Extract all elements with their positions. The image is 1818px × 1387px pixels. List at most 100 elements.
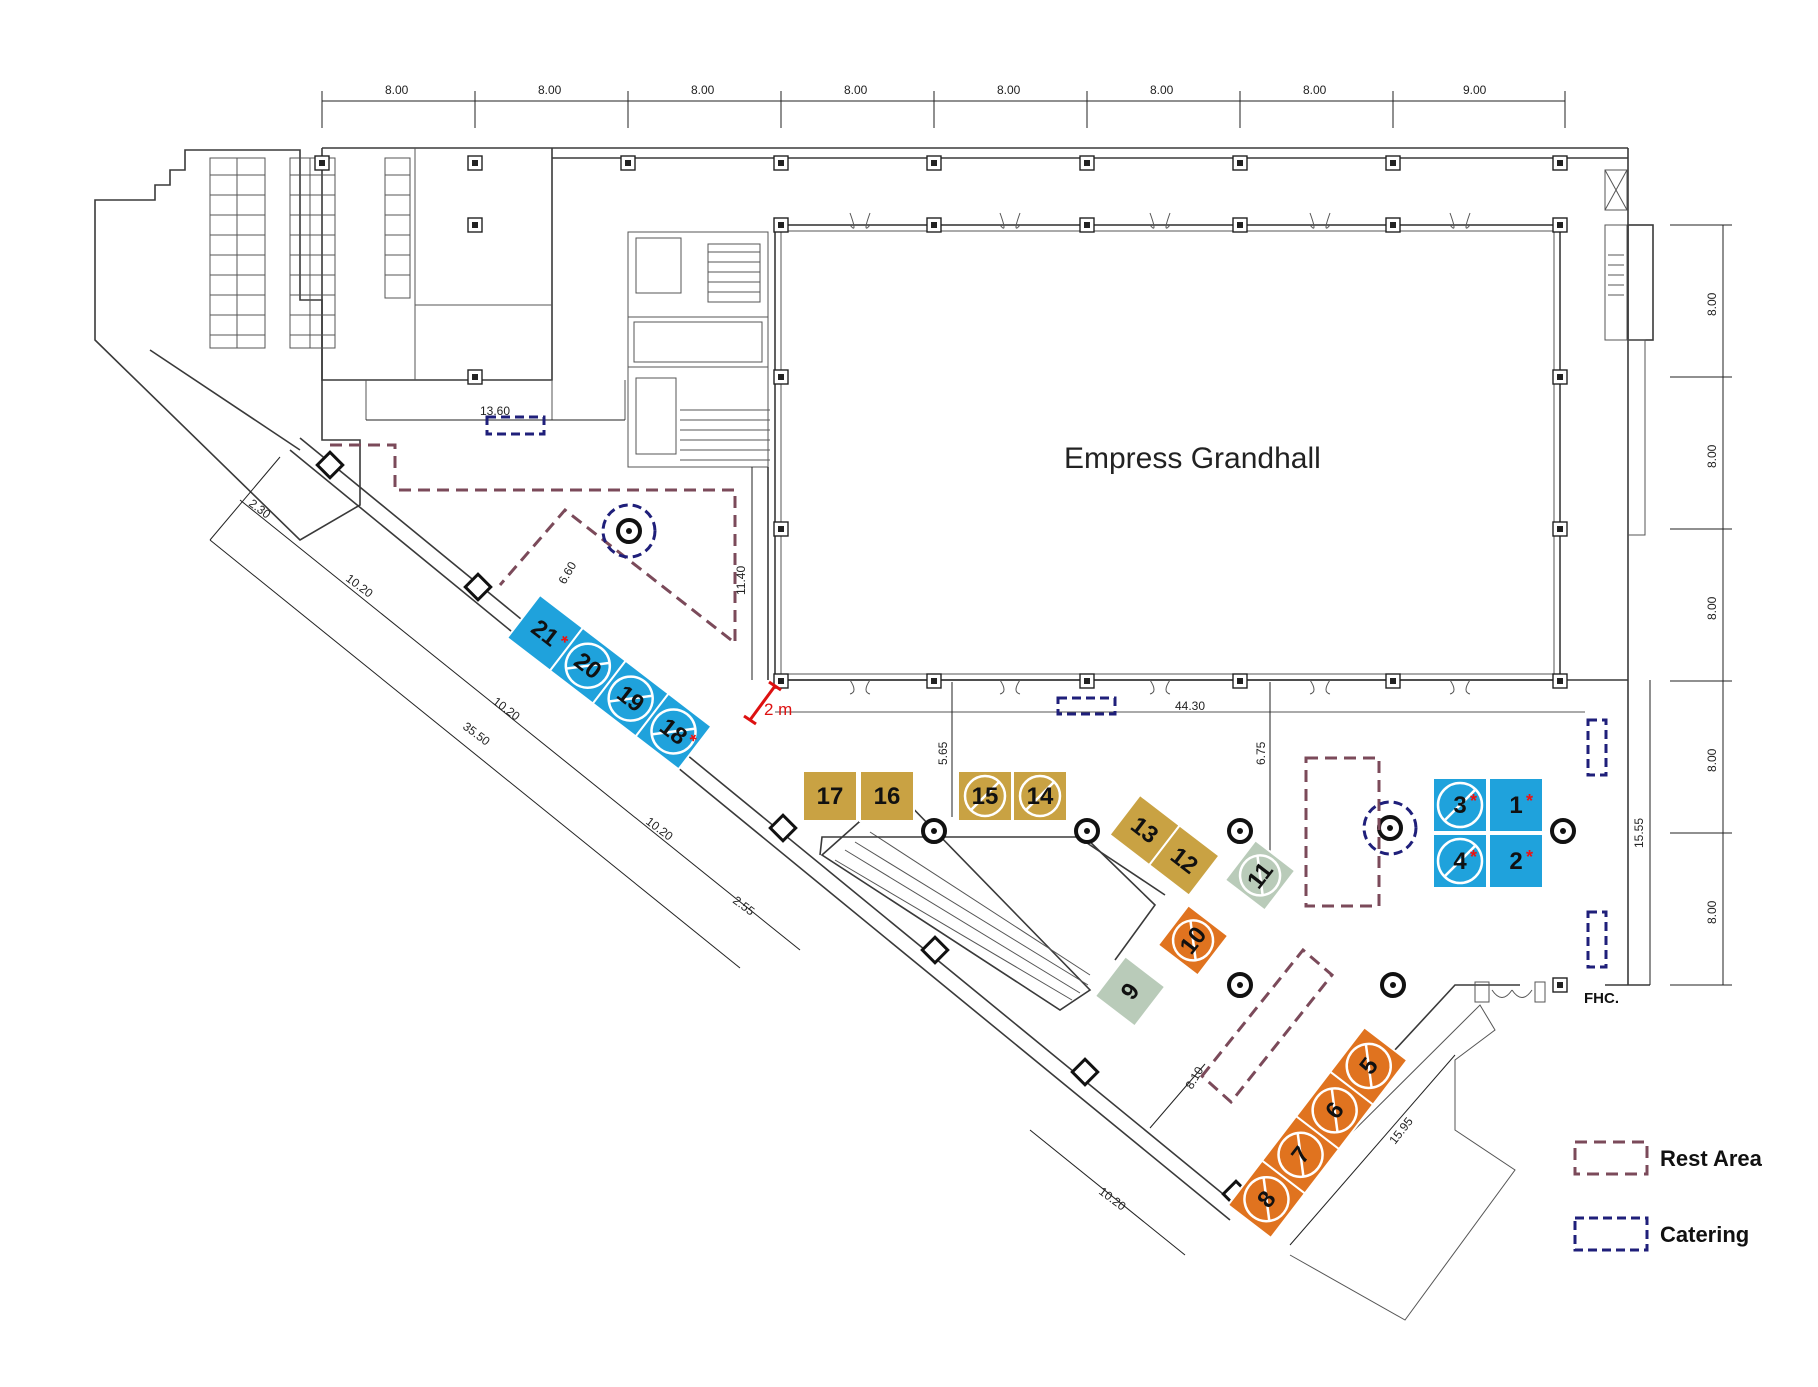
booth-16[interactable]: 16 — [859, 770, 915, 822]
booth-5[interactable]: 5 — [1328, 1025, 1409, 1106]
column-core — [1557, 526, 1563, 532]
column-core — [778, 222, 784, 228]
round-columns — [616, 518, 1576, 998]
round-column-core — [1084, 828, 1090, 834]
column-core — [1390, 678, 1396, 684]
column-core — [625, 160, 631, 166]
booths: 21* 20 19 18* 17 16 15 14 13 12 11 10 9 … — [505, 593, 1544, 1240]
booth-3[interactable]: 3* — [1432, 777, 1488, 833]
column-core — [1237, 678, 1243, 684]
round-column-core — [626, 528, 632, 534]
booth-taken-circle — [1311, 1087, 1358, 1134]
catering-west — [485, 415, 546, 436]
booth-2[interactable]: 2* — [1488, 833, 1544, 889]
booth-18[interactable]: 18* — [634, 692, 713, 771]
facade-column — [315, 450, 345, 480]
booth-fill — [859, 770, 915, 822]
legend-catering-swatch — [1573, 1216, 1649, 1252]
stair-core — [627, 231, 770, 468]
booth-taken-circle — [1238, 854, 1282, 897]
dim-1140: 11.40 — [734, 566, 748, 595]
top-dim-3: 8.00 — [691, 83, 715, 97]
booth-12[interactable]: 12 — [1147, 824, 1221, 897]
booth-13[interactable]: 13 — [1108, 793, 1182, 867]
dim-3550: 35.50 — [460, 719, 493, 748]
booth-star-marker: * — [1470, 791, 1477, 811]
booth-17[interactable]: 17 — [802, 770, 858, 822]
booth-4[interactable]: 4* — [1432, 833, 1488, 889]
column-core — [1390, 222, 1396, 228]
booth-taken-slash — [1296, 1132, 1305, 1177]
hall-doors — [849, 212, 1471, 695]
top-dim-6: 8.00 — [1150, 83, 1174, 97]
booth-taken-slash — [651, 727, 696, 736]
round-column-core — [1237, 828, 1243, 834]
booth-fill — [1012, 770, 1068, 822]
booth-10[interactable]: 10 — [1156, 903, 1230, 977]
dim-1595: 15.95 — [1386, 1114, 1416, 1147]
booth-taken-circle — [1171, 919, 1215, 962]
right-dimension-chain: 8.00 8.00 8.00 8.00 8.00 — [1670, 224, 1732, 986]
column-core — [1390, 160, 1396, 166]
booth-taken-circle — [1277, 1131, 1324, 1179]
booth-number: 15 — [972, 783, 999, 810]
dim-1360: 13.60 — [480, 404, 510, 418]
catering-east-1 — [1586, 718, 1608, 777]
rest-area-north — [330, 443, 737, 647]
right-dim-3: 8.00 — [1705, 596, 1719, 620]
round-column-core — [1237, 982, 1243, 988]
booth-number: 4 — [1453, 848, 1467, 875]
fhc-label: FHC. — [1584, 990, 1619, 1007]
booth-fill — [1093, 954, 1167, 1028]
top-dim-4: 8.00 — [844, 83, 868, 97]
booth-11[interactable]: 11 — [1223, 838, 1297, 912]
column-core — [319, 160, 325, 166]
round-column-core — [1390, 982, 1396, 988]
right-dim-1: 8.00 — [1705, 292, 1719, 316]
column-core — [1237, 160, 1243, 166]
column-core — [778, 678, 784, 684]
toilet-stalls — [209, 157, 411, 349]
booth-taken-slash — [1364, 1043, 1373, 1088]
column-core — [1084, 160, 1090, 166]
booth-star-marker: * — [1526, 791, 1533, 811]
facade-column — [1070, 1057, 1100, 1087]
column-core — [778, 160, 784, 166]
booth-taken-circle — [564, 642, 612, 689]
booth-14[interactable]: 14 — [1012, 770, 1068, 822]
booth-number: 2 — [1509, 848, 1522, 875]
rest-area-south — [1199, 947, 1335, 1105]
top-dim-2: 8.00 — [538, 83, 562, 97]
top-dimension-chain: 8.00 8.00 8.00 8.00 8.00 8.00 8.00 9.00 — [321, 83, 1566, 128]
booth-taken-slash — [565, 661, 610, 670]
building-walls — [94, 147, 1654, 1321]
booth-taken-slash — [1443, 788, 1477, 822]
dim-1555: 15.55 — [1632, 818, 1646, 848]
booth-fill — [1488, 777, 1544, 833]
booth-9[interactable]: 9 — [1093, 954, 1167, 1028]
rest-area-east — [1304, 756, 1381, 908]
booth-taken-slash — [969, 780, 1001, 812]
booth-15[interactable]: 15 — [957, 770, 1013, 822]
booth-number: 14 — [1027, 783, 1054, 810]
booth-taken-slash — [1443, 844, 1477, 878]
right-dim-2: 8.00 — [1705, 444, 1719, 468]
booth-fill — [1147, 824, 1221, 897]
booth-taken-slash — [1262, 1177, 1271, 1222]
clearance-label: 2 m — [764, 700, 792, 719]
booth-taken-circle — [1436, 781, 1484, 829]
booth-taken-circle — [607, 675, 654, 722]
column-core — [778, 526, 784, 532]
round-column-core — [931, 828, 937, 834]
dim-230: 2.30 — [246, 496, 273, 521]
booth-taken-circle — [1345, 1042, 1392, 1090]
booth-1[interactable]: 1* — [1488, 777, 1544, 833]
dim-675: 6.75 — [1254, 741, 1268, 765]
legend-rest-label: Rest Area — [1660, 1146, 1763, 1171]
facade-column — [463, 572, 493, 602]
booth-taken-slash — [1330, 1088, 1339, 1133]
column-core — [1557, 222, 1563, 228]
clearance-marker: 2 m — [743, 680, 792, 726]
booth-fill — [1488, 833, 1544, 889]
